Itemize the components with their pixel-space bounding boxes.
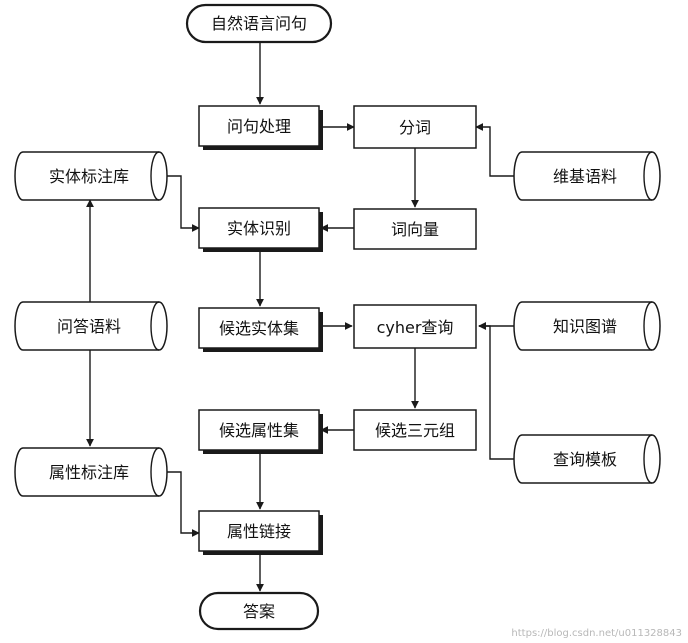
attribute-annotation-lib-label: 属性标注库 <box>49 463 129 482</box>
candidate-triples-box: 候选三元组 <box>353 409 477 451</box>
cypher-query-box: cyher查询 <box>353 304 477 349</box>
start-label: 自然语言问句 <box>211 14 307 33</box>
word-segmentation-label: 分词 <box>399 118 431 137</box>
answer-terminator: 答案 <box>198 591 320 631</box>
cypher-query-label: cyher查询 <box>377 318 454 337</box>
knowledge-graph-label: 知识图谱 <box>553 317 617 336</box>
entity-annotation-lib-store: 实体标注库 <box>14 151 168 201</box>
wiki-corpus-label: 维基语料 <box>553 167 617 186</box>
candidate-attribute-set-label: 候选属性集 <box>219 421 299 440</box>
candidate-triples-label: 候选三元组 <box>375 421 455 440</box>
attribute-linking-label: 属性链接 <box>227 522 291 541</box>
word-vector-box: 词向量 <box>353 208 477 250</box>
arrow-attribute-lib-to-linking <box>167 471 200 537</box>
question-processing-box: 问句处理 <box>198 105 323 150</box>
connectors <box>86 42 514 592</box>
query-template-store: 查询模板 <box>513 434 661 484</box>
candidate-entity-set-label: 候选实体集 <box>219 319 299 338</box>
arrow-query-template-to-cypher <box>478 322 514 460</box>
qa-corpus-label: 问答语料 <box>57 317 121 336</box>
entity-recognition-box: 实体识别 <box>198 207 323 252</box>
wiki-corpus-store: 维基语料 <box>513 151 661 201</box>
question-processing-label: 问句处理 <box>227 117 291 136</box>
entity-annotation-lib-label: 实体标注库 <box>49 167 129 186</box>
qa-corpus-store: 问答语料 <box>14 301 168 351</box>
candidate-attribute-set-box: 候选属性集 <box>198 409 323 454</box>
arrow-entity-lib-to-entity-recognition <box>167 175 200 232</box>
knowledge-graph-store: 知识图谱 <box>513 301 661 351</box>
word-vector-label: 词向量 <box>391 220 439 239</box>
attribute-linking-box: 属性链接 <box>198 510 323 555</box>
answer-label: 答案 <box>243 602 275 621</box>
arrow-wiki-corpus-to-segmentation <box>475 123 514 177</box>
attribute-annotation-lib-store: 属性标注库 <box>14 447 168 497</box>
query-template-label: 查询模板 <box>553 450 617 469</box>
word-segmentation-box: 分词 <box>353 105 477 149</box>
entity-recognition-label: 实体识别 <box>227 219 291 238</box>
candidate-entity-set-box: 候选实体集 <box>198 307 323 352</box>
start-terminator: 自然语言问句 <box>185 3 333 44</box>
watermark-text: https://blog.csdn.net/u011328843 <box>511 628 682 639</box>
